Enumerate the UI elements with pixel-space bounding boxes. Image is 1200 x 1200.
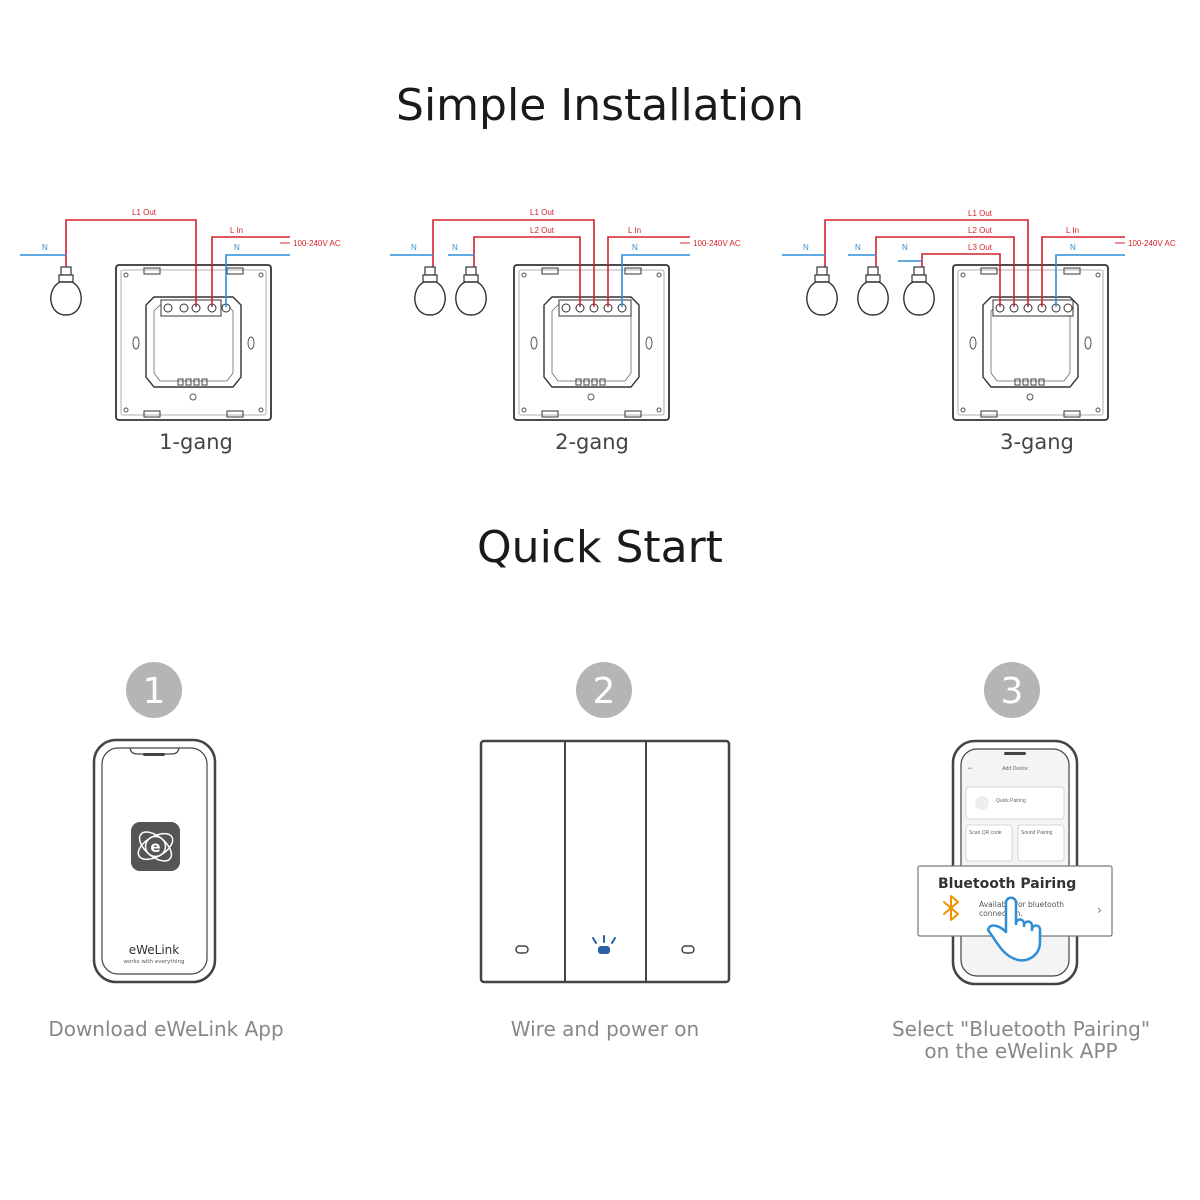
ewelink-app-name: eWeLink <box>129 943 180 957</box>
step-1-number: 1 <box>143 671 166 712</box>
svg-text:⇐: ⇐ <box>968 766 972 772</box>
card-sound-pairing: Sound Pairing <box>1021 830 1053 836</box>
phone-ewelink: e eWeLink works with everything <box>92 738 217 984</box>
step-3-number: 3 <box>1001 671 1024 712</box>
label-supply: 100-240V AC <box>1128 239 1176 248</box>
gang-2-label: 2-gang <box>555 430 629 454</box>
quick-start-title: Quick Start <box>477 522 723 573</box>
hand-tap-icon <box>986 896 1042 962</box>
quick-start-steps: 1 2 3 e eWeLink works with everything <box>92 662 1113 986</box>
svg-text:e: e <box>150 838 160 856</box>
label-l1-out: L1 Out <box>530 208 555 217</box>
installation-title: Simple Installation <box>396 80 804 131</box>
label-n: N <box>855 243 861 252</box>
step-3-badge: 3 <box>984 662 1040 718</box>
label-l1-out: L1 Out <box>968 209 993 218</box>
three-gang-switch <box>479 739 731 984</box>
step-3-caption-line-1: Select "Bluetooth Pairing" <box>891 1017 1151 1041</box>
gang-3-diagram: L1 Out L2 Out L3 Out L In N N N N 100-24… <box>782 209 1176 421</box>
gang-2-diagram: L1 Out L2 Out L In N N N 100-240V AC <box>390 208 741 421</box>
label-l-in: L In <box>1066 226 1079 235</box>
popup-title: Bluetooth Pairing <box>938 876 1076 892</box>
led-indicator-active <box>598 946 610 954</box>
gang-3-label: 3-gang <box>1000 430 1074 454</box>
label-n: N <box>452 243 458 252</box>
chevron-right-icon: › <box>1097 903 1102 917</box>
label-supply: 100-240V AC <box>293 239 341 248</box>
label-n: N <box>1070 243 1076 252</box>
ewelink-logo-icon: e <box>131 822 180 871</box>
card-scan-qr: Scan QR code <box>969 830 1002 836</box>
wiring-diagrams: L1 Out L In N N 100-240V AC L1 Out L2 Ou… <box>20 208 1176 421</box>
label-l-in: L In <box>628 226 641 235</box>
label-n: N <box>42 243 48 252</box>
bluetooth-icon <box>943 895 959 921</box>
screen-option-quick-pairing: Quick Pairing <box>996 798 1026 804</box>
label-l-in: L In <box>230 226 243 235</box>
gang-1-label: 1-gang <box>159 430 233 454</box>
label-supply: 100-240V AC <box>693 239 741 248</box>
step-3-caption: Select "Bluetooth Pairing" on the eWelin… <box>841 1018 1200 1062</box>
label-n: N <box>803 243 809 252</box>
phone-bluetooth-pairing: ⇐ Add Device Quick Pairing Scan QR code … <box>917 739 1113 986</box>
step-3-caption-line-2: on the eWelink APP <box>924 1039 1118 1063</box>
step-2-caption: Wire and power on <box>510 1017 700 1041</box>
gang-1-diagram: L1 Out L In N N 100-240V AC <box>20 208 341 421</box>
led-indicator-right <box>681 945 695 954</box>
step-2-badge: 2 <box>576 662 632 718</box>
ewelink-tagline: works with everything <box>123 959 184 965</box>
label-n: N <box>411 243 417 252</box>
label-l2-out: L2 Out <box>968 226 993 235</box>
step-2-number: 2 <box>593 671 616 712</box>
popup-description-1: Available for bluetooth <box>979 900 1064 909</box>
label-l1-out: L1 Out <box>132 208 157 217</box>
popup-description-2: connection. <box>979 909 1023 918</box>
step-1-caption: Download eWeLink App <box>48 1017 284 1041</box>
label-l2-out: L2 Out <box>530 226 555 235</box>
label-n: N <box>234 243 240 252</box>
label-n: N <box>632 243 638 252</box>
screen-title: Add Device <box>1002 766 1028 772</box>
step-1-badge: 1 <box>126 662 182 718</box>
label-l3-out: L3 Out <box>968 243 993 252</box>
label-n: N <box>902 243 908 252</box>
led-indicator-left <box>515 945 529 954</box>
